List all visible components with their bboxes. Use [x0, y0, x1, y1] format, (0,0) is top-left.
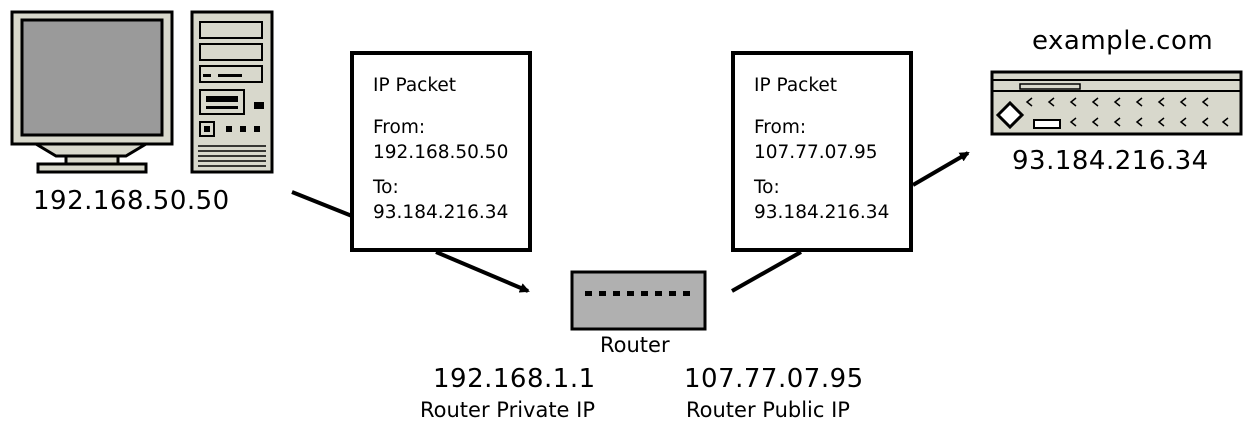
router-to-packet-line: [731, 250, 802, 293]
router-public-ip: 107.77.07.95: [684, 364, 864, 394]
packet-from-ip: 107.77.07.95: [754, 142, 878, 163]
router-private-ip: 192.168.1.1: [433, 364, 596, 394]
router-public-caption: Router Public IP: [686, 398, 850, 422]
server-icon: [990, 70, 1243, 136]
packet-translated: IP Packet From: 107.77.07.95 To: 93.184.…: [731, 51, 913, 252]
packet-to-ip: 93.184.216.34: [373, 202, 509, 223]
packet-from-label: From:: [754, 117, 807, 138]
packet-to-label: To:: [373, 177, 399, 198]
packet-to-server-arrow: [911, 151, 970, 187]
packet-title: IP Packet: [373, 75, 457, 96]
packet-outgoing: IP Packet From: 192.168.50.50 To: 93.184…: [350, 51, 532, 252]
client-to-packet-line: [291, 190, 353, 218]
router-label: Router: [600, 333, 670, 357]
tower-pc-icon: [190, 10, 274, 174]
packet-title: IP Packet: [754, 75, 838, 96]
server-ip: 93.184.216.34: [1012, 146, 1209, 176]
server-domain: example.com: [1032, 26, 1214, 56]
router-private-caption: Router Private IP: [420, 398, 596, 422]
router-icon: [570, 270, 707, 331]
packet-to-label: To:: [754, 177, 780, 198]
packet-to-ip: 93.184.216.34: [754, 202, 890, 223]
client-ip-label: 192.168.50.50: [33, 186, 230, 216]
packet-to-router-arrow: [435, 250, 530, 293]
packet-from-label: From:: [373, 117, 426, 138]
packet-from-ip: 192.168.50.50: [373, 142, 509, 163]
monitor-icon: [10, 10, 174, 174]
